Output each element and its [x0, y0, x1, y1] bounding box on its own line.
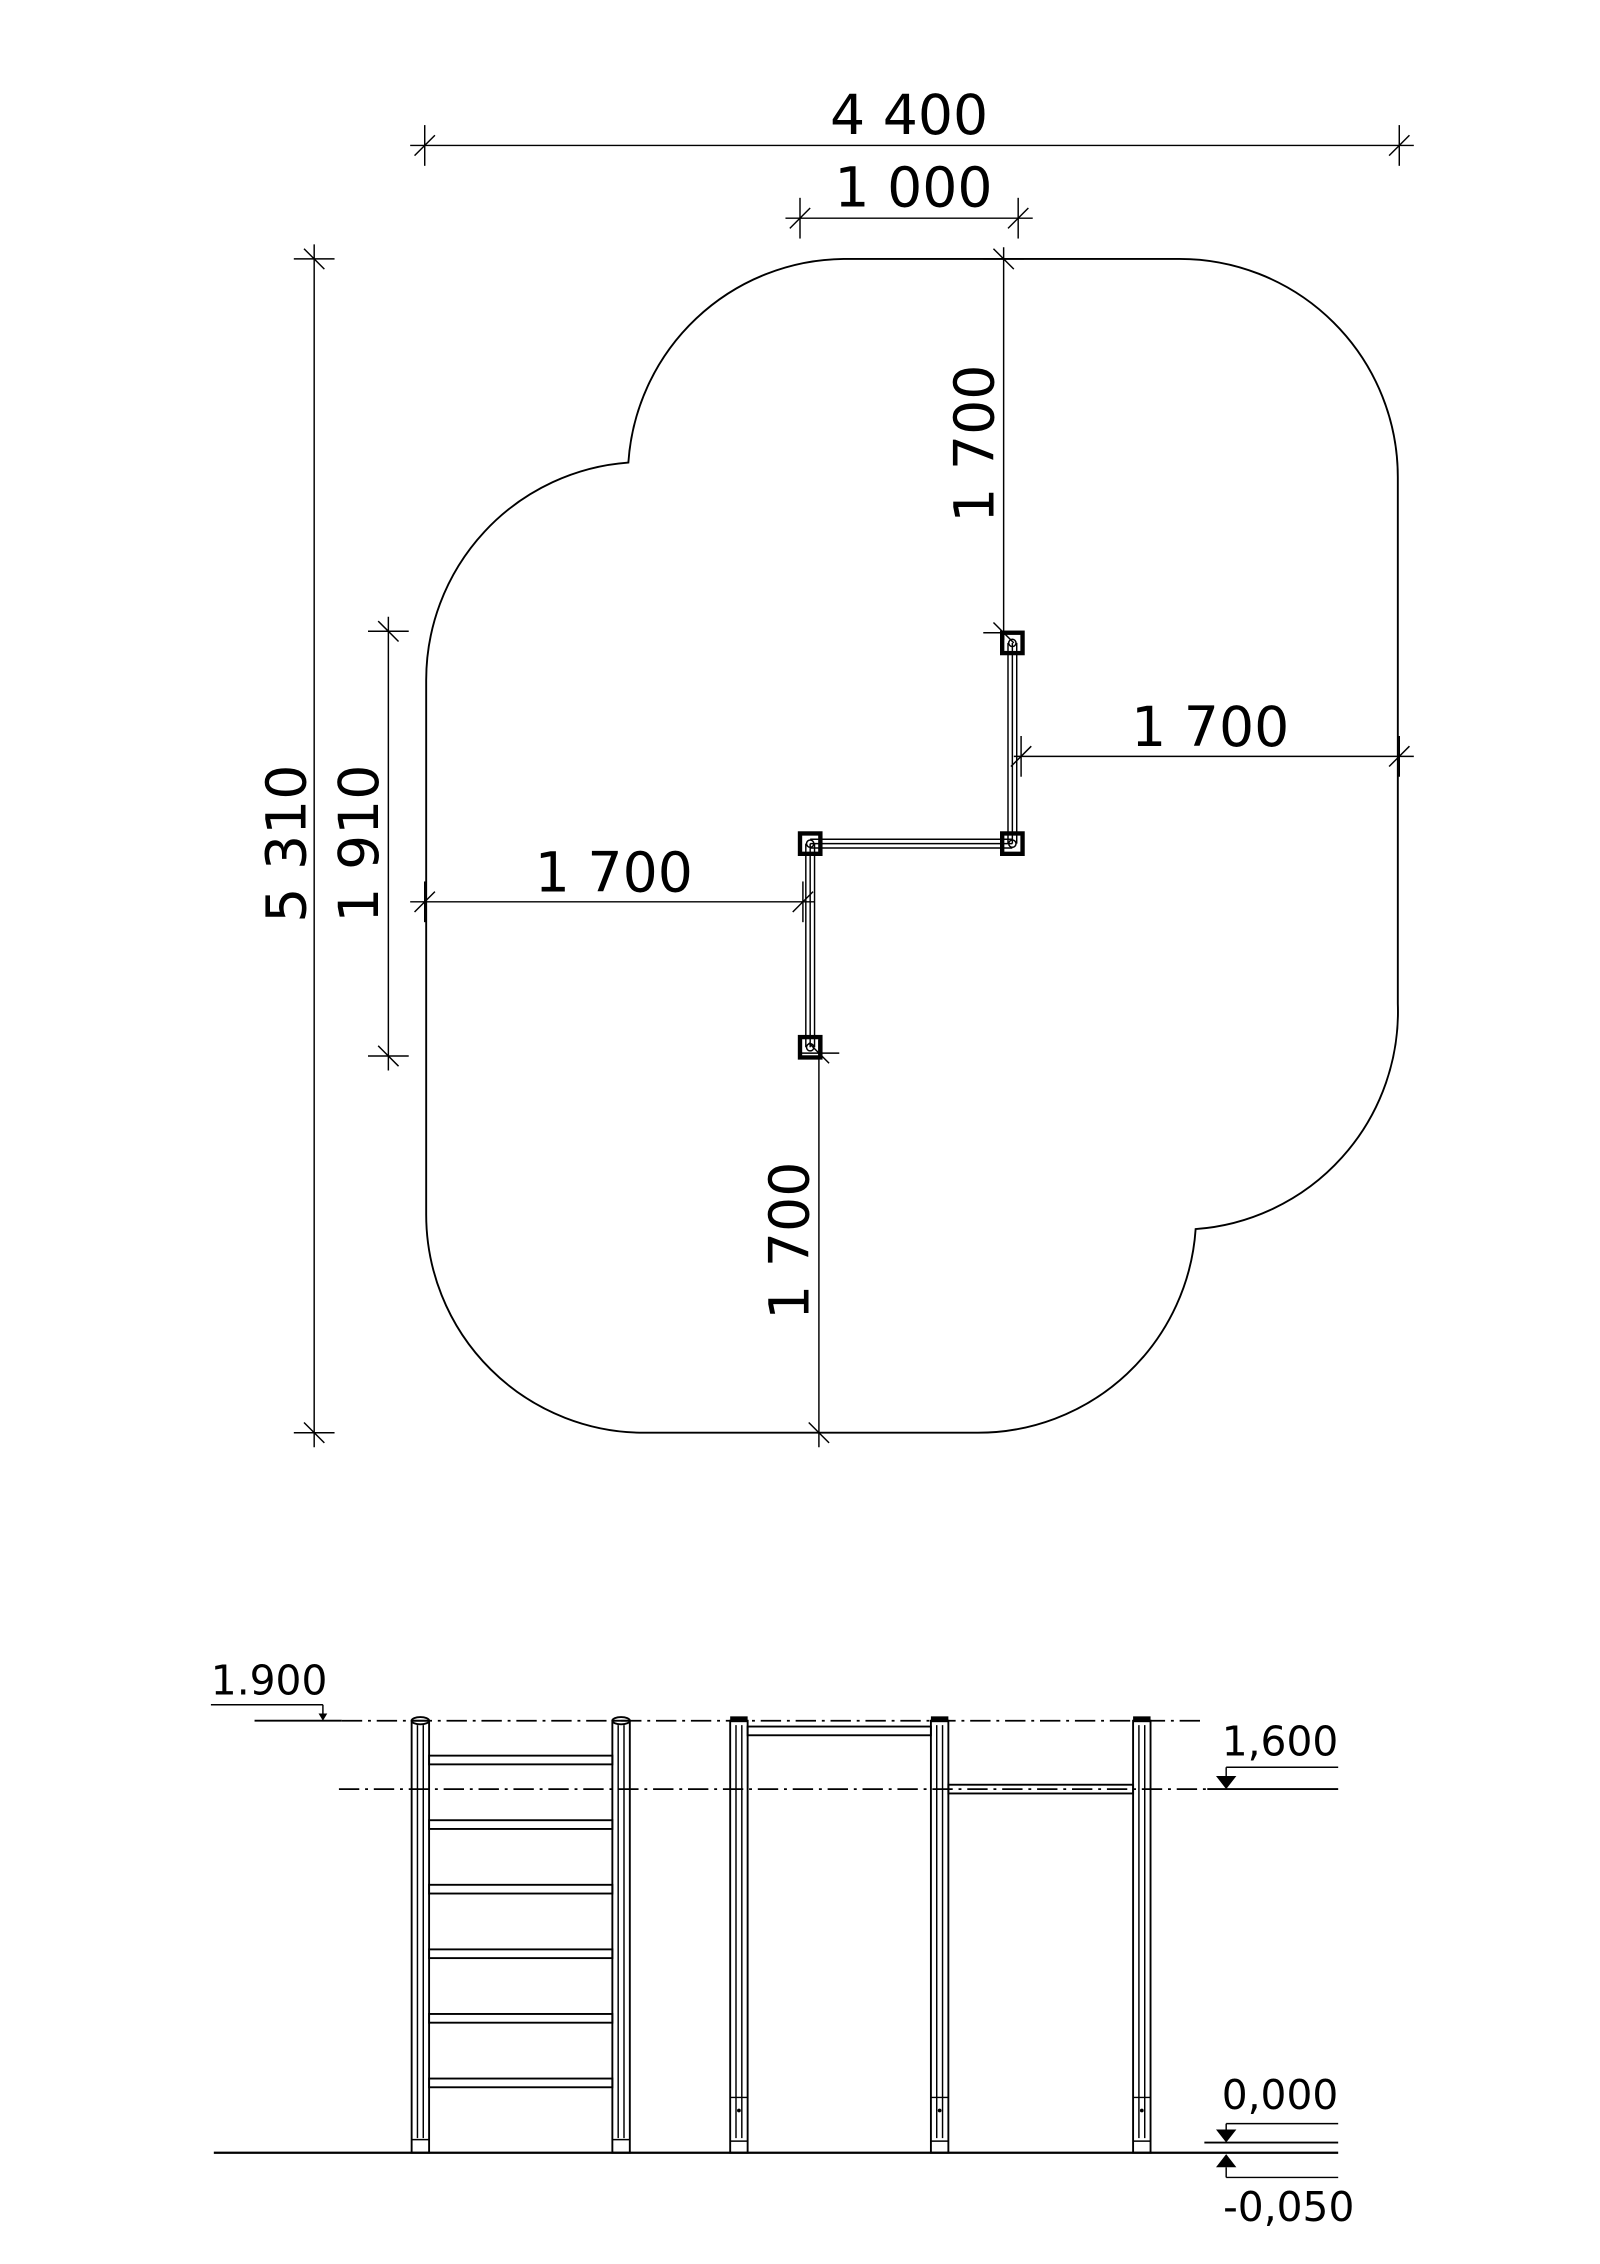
level-label: 1,600	[1222, 1718, 1339, 1766]
level-label: 1.900	[211, 1657, 328, 1705]
post	[410, 1716, 431, 2154]
post	[611, 1716, 631, 2154]
dimension-left-clearance: 1 700	[410, 842, 815, 923]
ladder-rung	[428, 1948, 614, 1960]
post	[797, 831, 823, 856]
ladder-rungs	[428, 1754, 614, 2089]
dimension-top-clearance: 1 700	[943, 247, 1024, 644]
level-label: -0,050	[1223, 2183, 1354, 2231]
dimension-overall-depth: 5 310	[255, 244, 335, 1448]
post	[1000, 831, 1025, 856]
safety-zone-outline	[425, 257, 1399, 1434]
posts	[797, 630, 1025, 1060]
ladder-rung	[428, 2077, 614, 2089]
dimension-label: 1 700	[943, 365, 1007, 523]
ladder-rung	[428, 2013, 614, 2024]
elevation-posts	[410, 1716, 1152, 2154]
dimension-bottom-clearance: 1 700	[759, 1040, 840, 1448]
post	[929, 1716, 950, 2154]
level-label: 0,000	[1222, 2071, 1339, 2119]
ladder-rung	[428, 1883, 614, 1895]
horizontal-bars	[746, 1725, 1135, 1795]
ladder-rung	[428, 1819, 614, 1830]
frame-bars	[805, 642, 1018, 1048]
dimension-label: 4 400	[830, 84, 988, 148]
level-marker-bar: 1,600	[1216, 1718, 1339, 1790]
dimension-offset-width: 1 000	[785, 157, 1033, 239]
elevation-view: 1.900 1,600 0,000 -0,050	[211, 1657, 1355, 2232]
level-marker-top: 1.900	[211, 1657, 342, 1722]
level-marker-ground: 0,000	[1204, 2071, 1339, 2144]
low-bar	[947, 1783, 1135, 1795]
dimension-label: 1 700	[1131, 696, 1289, 760]
post	[729, 1716, 749, 2154]
dimension-label: 1 700	[759, 1162, 823, 1320]
dimension-label: 5 310	[255, 765, 319, 923]
post	[1132, 1716, 1152, 2154]
dimension-label: 1 700	[535, 842, 693, 906]
ladder-rung	[428, 1754, 614, 1766]
plan-view: 4 400 1 000 5 310 1 910 1 700	[255, 84, 1414, 1448]
dimension-label: 1 000	[834, 157, 992, 221]
dimension-frame-depth: 1 910	[328, 616, 409, 1071]
high-bar	[746, 1725, 932, 1737]
dimension-overall-width: 4 400	[410, 84, 1414, 166]
dimension-right-clearance: 1 700	[1010, 696, 1414, 777]
dimension-label: 1 910	[328, 765, 392, 923]
level-marker-foundation: -0,050	[1216, 2154, 1354, 2231]
